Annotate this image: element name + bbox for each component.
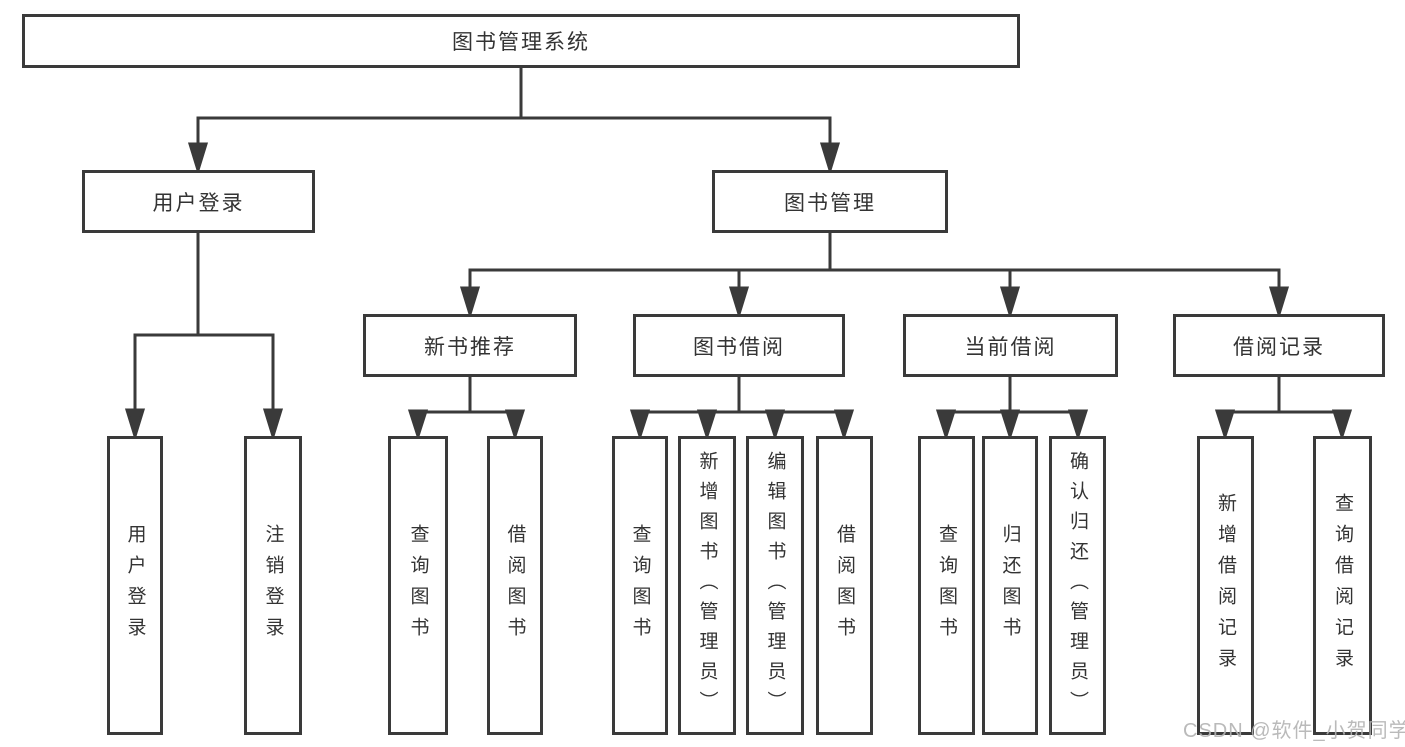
arrowhead-down-icon <box>1331 409 1353 441</box>
node-current-borrow: 当前借阅 <box>903 314 1118 377</box>
arrowhead-down-icon <box>999 409 1021 441</box>
node-book-borrow: 图书借阅 <box>633 314 845 377</box>
node-label: 借阅图书 <box>504 523 526 648</box>
arrowhead-down-icon <box>187 142 209 176</box>
arrowhead-down-icon <box>504 409 526 441</box>
connector-root-to-level2 <box>187 68 841 176</box>
arrowhead-down-icon <box>999 286 1021 320</box>
leaf-borrow-book-2: 借阅图书 <box>816 436 873 735</box>
node-label: 新增图书（管理员） <box>696 450 718 721</box>
arrowhead-down-icon <box>728 286 750 320</box>
node-label: 用户登录 <box>152 191 245 215</box>
node-label: 查询图书 <box>629 523 651 648</box>
node-borrow-record: 借阅记录 <box>1173 314 1385 377</box>
leaf-query-borrow-record: 查询借阅记录 <box>1313 436 1372 735</box>
leaf-add-borrow-record: 新增借阅记录 <box>1197 436 1254 735</box>
node-label: 图书管理系统 <box>452 31 590 54</box>
node-label: 当前借阅 <box>964 335 1057 359</box>
arrowhead-down-icon <box>696 409 718 441</box>
connector-borrow-record-to-leaves <box>1214 377 1353 441</box>
arrowhead-down-icon <box>124 408 146 442</box>
node-label: 确认归还（管理员） <box>1067 450 1088 721</box>
arrowhead-down-icon <box>1067 409 1089 441</box>
node-label: 图书管理 <box>784 191 876 215</box>
node-label: 图书借阅 <box>693 335 785 359</box>
arrowhead-down-icon <box>459 286 481 320</box>
arrowhead-down-icon <box>833 409 855 441</box>
arrowhead-down-icon <box>819 142 841 176</box>
node-label: 查询图书 <box>936 523 957 648</box>
node-label: 编辑图书（管理员） <box>764 450 786 721</box>
node-label: 借阅图书 <box>834 523 855 648</box>
arrowhead-down-icon <box>629 409 651 441</box>
arrowhead-down-icon <box>1268 286 1290 320</box>
node-label: 归还图书 <box>999 523 1021 648</box>
leaf-add-book-admin: 新增图书（管理员） <box>678 436 736 735</box>
node-book-management: 图书管理 <box>712 170 948 233</box>
leaf-query-book-1: 查询图书 <box>388 436 448 735</box>
node-system-root: 图书管理系统 <box>22 14 1020 68</box>
leaf-query-book-3: 查询图书 <box>918 436 975 735</box>
node-label: 新增借阅记录 <box>1215 492 1236 679</box>
leaf-logout: 注销登录 <box>244 436 302 735</box>
arrowhead-down-icon <box>407 409 429 441</box>
arrowhead-down-icon <box>764 409 786 441</box>
leaf-confirm-return-admin: 确认归还（管理员） <box>1049 436 1106 735</box>
watermark-text: CSDN @软件_小贺同学 <box>1183 720 1405 742</box>
node-label: 查询图书 <box>407 523 429 648</box>
node-new-book-recommend: 新书推荐 <box>363 314 577 377</box>
node-label: 注销登录 <box>262 523 284 648</box>
node-label: 借阅记录 <box>1233 335 1325 359</box>
arrowhead-down-icon <box>1214 409 1236 441</box>
connector-user-login-to-leaves <box>124 233 284 442</box>
connector-new-book-to-leaves <box>407 377 526 441</box>
leaf-borrow-book-1: 借阅图书 <box>487 436 543 735</box>
arrowhead-down-icon <box>262 408 284 442</box>
leaf-query-book-2: 查询图书 <box>612 436 668 735</box>
arrowhead-down-icon <box>935 409 957 441</box>
connector-book-mgmt-to-level3 <box>459 233 1290 320</box>
leaf-return-book: 归还图书 <box>982 436 1038 735</box>
node-label: 新书推荐 <box>424 335 516 359</box>
node-label: 用户登录 <box>124 523 146 648</box>
connector-book-borrow-to-leaves <box>629 377 855 441</box>
leaf-user-login: 用户登录 <box>107 436 163 735</box>
leaf-edit-book-admin: 编辑图书（管理员） <box>746 436 804 735</box>
node-user-login: 用户登录 <box>82 170 315 233</box>
connector-current-borrow-to-leaves <box>935 377 1089 441</box>
node-label: 查询借阅记录 <box>1332 492 1353 679</box>
